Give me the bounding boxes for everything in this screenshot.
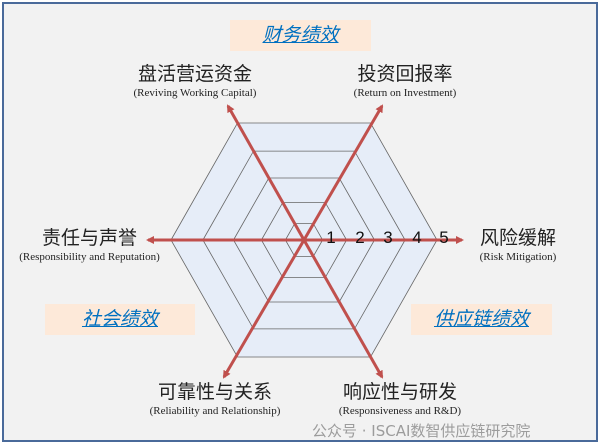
scale-label-4: 4	[412, 228, 421, 247]
category-supply-chain: 供应链绩效	[411, 304, 552, 335]
axis-label-zh: 投资回报率	[357, 63, 453, 85]
axis-label-zh: 风险缓解	[479, 227, 556, 249]
scale-label-3: 3	[383, 228, 392, 247]
watermark: 公众号 · ISCAI数智供应链研究院	[312, 422, 531, 440]
scale-label-5: 5	[439, 228, 448, 247]
arrow-roi-reliability-b	[222, 239, 306, 379]
axis-label-responsibility: 责任与声誉 (Responsibility and Reputation)	[2, 226, 177, 264]
axis-label-en: (Reliability and Relationship)	[149, 405, 281, 417]
scale-label-2: 2	[355, 228, 364, 247]
axis-label-zh: 责任与声誉	[41, 227, 137, 249]
arrow-roi-reliability-a	[302, 104, 384, 241]
axis-label-reliability: 可靠性与关系 (Reliability and Relationship)	[130, 380, 300, 418]
scale-label-1: 1	[326, 228, 335, 247]
axis-label-en: (Risk Mitigation)	[479, 251, 557, 263]
axis-label-working-capital: 盘活营运资金 (Reviving Working Capital)	[110, 62, 280, 100]
axis-label-en: (Responsiveness and R&D)	[338, 405, 462, 417]
axis-label-zh: 可靠性与关系	[157, 381, 272, 403]
category-financial: 财务绩效	[230, 20, 371, 51]
arrow-capital-responsiveness-a	[226, 104, 306, 241]
axis-label-risk: 风险缓解 (Risk Mitigation)	[468, 226, 568, 264]
axis-label-responsiveness: 响应性与研发 (Responsiveness and R&D)	[320, 380, 480, 418]
axis-label-roi: 投资回报率 (Return on Investment)	[330, 62, 480, 100]
axis-label-zh: 响应性与研发	[342, 381, 457, 403]
axis-label-en: (Reviving Working Capital)	[133, 87, 257, 99]
axis-label-en: (Return on Investment)	[353, 87, 457, 99]
category-social: 社会绩效	[45, 304, 195, 335]
axis-label-zh: 盘活营运资金	[137, 63, 252, 85]
axis-label-en: (Responsibility and Reputation)	[19, 251, 160, 263]
arrow-capital-responsiveness-b	[302, 239, 384, 379]
